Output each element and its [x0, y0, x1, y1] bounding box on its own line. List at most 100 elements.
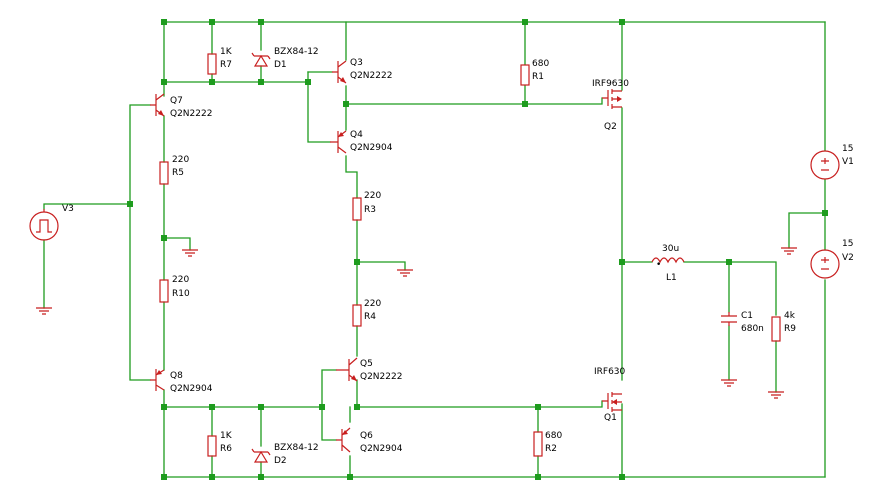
resistor-r5: 220 R5: [159, 155, 189, 185]
r1-ref: R1: [532, 72, 544, 82]
junction-dot: [258, 79, 264, 85]
junction-dot: [822, 210, 828, 216]
transistor-q5: Q5 Q2N2222: [336, 357, 402, 382]
l1-ref: L1: [666, 273, 677, 283]
transistor-q8: Q8 Q2N2904: [150, 369, 213, 394]
junction-dot: [522, 19, 528, 25]
r7-ref: R7: [220, 60, 232, 70]
resistor-r4: 220 R4: [352, 299, 381, 327]
c1-ref: C1: [741, 311, 753, 321]
q5-value: Q2N2222: [360, 372, 402, 382]
r5-value: 220: [172, 155, 189, 165]
junctions: [127, 19, 828, 480]
junction-dot: [354, 404, 360, 410]
transistor-q3: Q3 Q2N2222: [332, 58, 392, 84]
junction-dot: [127, 201, 133, 207]
r2-ref: R2: [545, 444, 557, 454]
junction-dot: [619, 259, 625, 265]
q2-ref: Q2: [604, 122, 617, 132]
resistor-r9: 4k R9: [771, 311, 796, 342]
zener-d2: BZX84-12 D2: [251, 443, 319, 466]
q3-value: Q2N2222: [350, 71, 392, 81]
r10-ref: R10: [172, 289, 190, 299]
r1-value: 680: [532, 59, 549, 69]
ground-icon: [36, 307, 52, 315]
junction-dot: [535, 404, 541, 410]
junction-dot: [161, 235, 167, 241]
l1-value: 30u: [662, 244, 679, 254]
v1-ref: V1: [842, 157, 854, 167]
r6-ref: R6: [220, 444, 232, 454]
r4-value: 220: [364, 299, 381, 309]
resistor-r7: 1K R7: [207, 47, 233, 75]
pulse-source-v3: V3: [29, 204, 74, 241]
resistor-r3: 220 R3: [352, 191, 381, 221]
inductor-l1: • 30u L1: [651, 244, 685, 283]
resistor-r10: 220 R10: [159, 275, 190, 303]
transistor-q4: Q4 Q2N2904: [330, 130, 393, 154]
junction-dot: [343, 101, 349, 107]
l1-dot: •: [656, 260, 661, 270]
q8-ref: Q8: [170, 371, 183, 381]
mosfet-q1: IRF630 Q1: [594, 367, 626, 423]
v2-ref: V2: [842, 253, 854, 263]
q6-value: Q2N2904: [360, 444, 403, 454]
v1-value: 15: [842, 144, 853, 154]
junction-dot: [535, 474, 541, 480]
transistor-q6: Q6 Q2N2904: [336, 427, 403, 454]
junction-dot: [354, 259, 360, 265]
d2-value: BZX84-12: [274, 443, 319, 453]
r9-value: 4k: [784, 311, 796, 321]
mosfet-q2: IRF9630 Q2: [592, 79, 629, 132]
ground-symbols: [36, 247, 797, 399]
d1-value: BZX84-12: [274, 47, 319, 57]
junction-dot: [619, 19, 625, 25]
junction-dot: [258, 474, 264, 480]
q8-value: Q2N2904: [170, 384, 213, 394]
junction-dot: [161, 474, 167, 480]
ground-icon: [781, 247, 797, 255]
r2-value: 680: [545, 431, 562, 441]
junction-dot: [522, 101, 528, 107]
d2-ref: D2: [274, 456, 287, 466]
ground-icon: [721, 379, 737, 387]
voltage-source-v1: 15 V1: [810, 144, 854, 180]
v2-value: 15: [842, 239, 853, 249]
voltage-source-v2: 15 V2: [810, 239, 854, 279]
q7-value: Q2N2222: [170, 109, 212, 119]
junction-dot: [347, 474, 353, 480]
resistor-r6: 1K R6: [207, 431, 233, 457]
junction-dot: [258, 404, 264, 410]
q4-value: Q2N2904: [350, 143, 393, 153]
q4-ref: Q4: [350, 130, 363, 140]
d1-ref: D1: [274, 60, 287, 70]
junction-dot: [258, 19, 264, 25]
r9-ref: R9: [784, 324, 796, 334]
r10-value: 220: [172, 275, 189, 285]
r5-ref: R5: [172, 168, 184, 178]
junction-dot: [209, 404, 215, 410]
q2-value: IRF9630: [592, 79, 629, 89]
q1-ref: Q1: [604, 413, 617, 423]
ground-icon: [182, 249, 198, 257]
junction-dot: [209, 474, 215, 480]
junction-dot: [161, 19, 167, 25]
zener-d1: BZX84-12 D1: [251, 47, 319, 70]
junction-dot: [619, 474, 625, 480]
junction-dot: [305, 79, 311, 85]
c1-value: 680n: [741, 324, 764, 334]
q7-ref: Q7: [170, 96, 183, 106]
r6-value: 1K: [220, 431, 233, 441]
q5-ref: Q5: [360, 359, 373, 369]
q1-value: IRF630: [594, 367, 626, 377]
q3-ref: Q3: [350, 58, 363, 68]
q6-ref: Q6: [360, 431, 373, 441]
ground-icon: [768, 391, 784, 399]
resistor-r2: 680 R2: [533, 431, 562, 457]
ground-icon: [397, 269, 413, 277]
junction-dot: [319, 404, 325, 410]
junction-dot: [726, 259, 732, 265]
v3-ref: V3: [62, 204, 74, 214]
capacitor-c1: C1 680n: [721, 311, 764, 334]
